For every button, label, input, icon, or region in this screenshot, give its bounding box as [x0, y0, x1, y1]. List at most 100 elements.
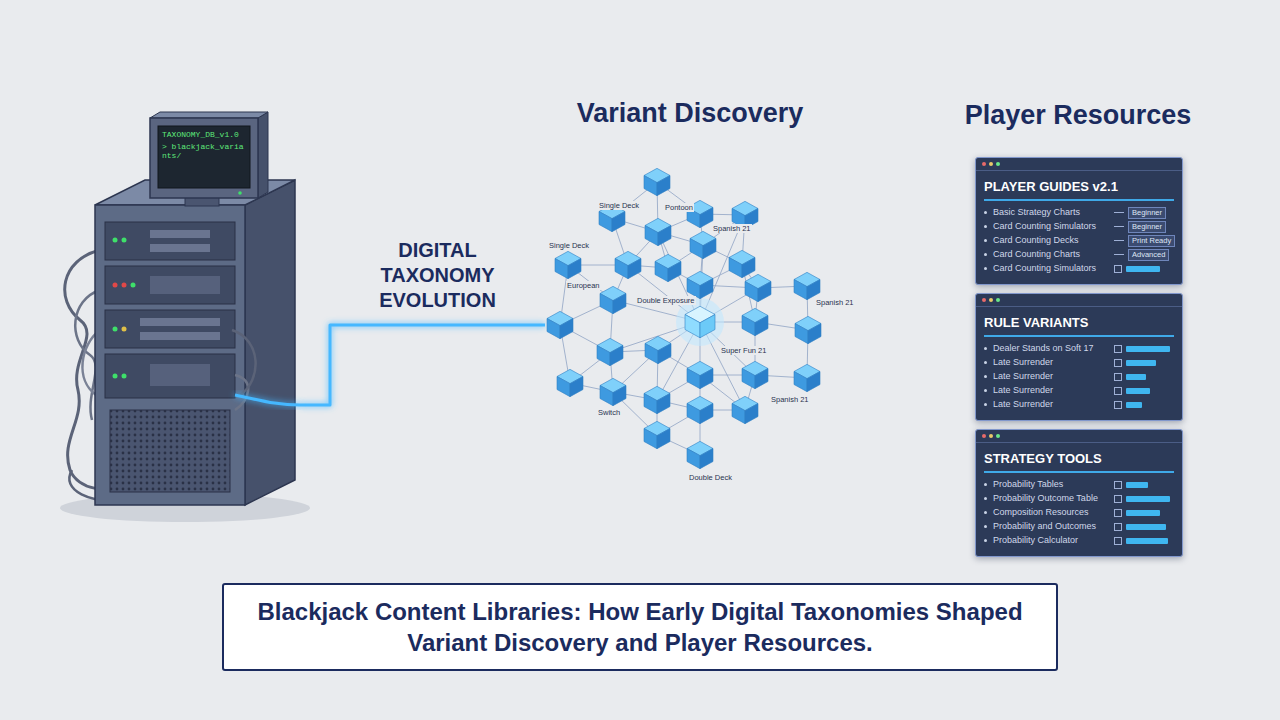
center-glow [676, 298, 724, 346]
cube-right [612, 212, 625, 232]
variant-label: Double Deck [688, 473, 733, 482]
progress-bar [1126, 510, 1160, 516]
list-row: Basic Strategy ChartsBeginner [984, 206, 1174, 219]
row-icon [1114, 509, 1122, 517]
list-row: Probability Calculator [984, 534, 1174, 547]
level-tag: Print Ready [1128, 235, 1175, 247]
progress-bar [1126, 482, 1148, 488]
leader-dash [1114, 254, 1124, 255]
bullet [984, 525, 987, 528]
cube-right [755, 369, 768, 389]
cube-right [700, 279, 713, 299]
cube-left [795, 324, 808, 344]
cube-left [600, 294, 613, 314]
progress-bar [1126, 524, 1166, 530]
bullet [984, 403, 987, 406]
variant-cube [745, 274, 771, 301]
row-icon [1114, 523, 1122, 531]
connector [300, 325, 545, 405]
cube-right [745, 404, 758, 424]
cube-right [658, 226, 671, 246]
cube-left [557, 377, 570, 397]
variant-cube [645, 336, 671, 363]
cube-right [700, 369, 713, 389]
bullet [984, 375, 987, 378]
variant-label: Pontoon [664, 203, 694, 212]
window-bar [976, 430, 1182, 443]
cube-right [700, 404, 713, 424]
variant-cube [645, 218, 671, 245]
list-item: Probability Tables [993, 479, 1114, 490]
cube-left [742, 316, 755, 336]
connector-line [300, 325, 545, 405]
list-row: Dealer Stands on Soft 17 [984, 342, 1174, 355]
row-icon [1114, 401, 1122, 409]
variant-cube [794, 364, 820, 391]
panel-heading: STRATEGY TOOLS [984, 443, 1174, 471]
variant-cube [729, 250, 755, 277]
list-row: Card Counting Simulators [984, 262, 1174, 275]
list-item: Dealer Stands on Soft 17 [993, 343, 1114, 354]
cube-left [645, 344, 658, 364]
window-dot [989, 434, 993, 438]
window-dot [989, 162, 993, 166]
bullet [984, 511, 987, 514]
cube-left [597, 346, 610, 366]
list-row: Late Surrender [984, 398, 1174, 411]
row-indicator [1114, 387, 1174, 395]
cube-left [599, 212, 612, 232]
variant-label: Spanish 21 [815, 298, 855, 307]
row-indicator [1114, 481, 1174, 489]
server-node: TAXONOMY_DB_v1.0> blackjack_variants/ [60, 112, 300, 510]
cube-right [703, 239, 716, 259]
bullet [984, 211, 987, 214]
progress-bar [1126, 496, 1170, 502]
variant-cube [597, 338, 623, 365]
window-dot [982, 162, 986, 166]
row-indicator: Beginner [1114, 207, 1174, 219]
resource-panel: STRATEGY TOOLS Probability TablesProbabil… [975, 429, 1183, 557]
cube-right [610, 346, 623, 366]
list-row: Late Surrender [984, 384, 1174, 397]
cube-right [755, 316, 768, 336]
heading-rule [984, 199, 1174, 201]
variant-cube [600, 378, 626, 405]
bullet [984, 239, 987, 242]
connector-label: DIGITAL TAXONOMY EVOLUTION [363, 238, 513, 313]
progress-bar [1126, 374, 1146, 380]
list-item: Card Counting Simulators [993, 263, 1114, 274]
list-item: Late Surrender [993, 357, 1114, 368]
bullet [984, 483, 987, 486]
cube-left [655, 262, 668, 282]
cube-right [700, 449, 713, 469]
row-indicator [1114, 509, 1174, 517]
window-dot [996, 298, 1000, 302]
row-icon [1114, 373, 1122, 381]
list-row: Card Counting SimulatorsBeginner [984, 220, 1174, 233]
cube-right [807, 280, 820, 300]
variant-cube [644, 386, 670, 413]
variant-cube [687, 396, 713, 423]
variant-label: Single Deck [598, 201, 640, 210]
row-indicator: Beginner [1114, 221, 1174, 233]
cube-right [657, 176, 670, 196]
window-bar [976, 158, 1182, 171]
row-icon [1114, 495, 1122, 503]
cube-right [560, 319, 573, 339]
caption-box: Blackjack Content Libraries: How Early D… [222, 583, 1058, 671]
cube-right [613, 386, 626, 406]
variant-cube [600, 286, 626, 313]
variant-cube [687, 271, 713, 298]
variant-cube [615, 251, 641, 278]
cube-left [690, 239, 703, 259]
progress-bar [1126, 538, 1168, 544]
connector-line [835, 356, 975, 359]
cube-right [742, 258, 755, 278]
variant-label: Spanish 21 [712, 224, 752, 233]
window-dot [982, 434, 986, 438]
bullet [984, 225, 987, 228]
heading-rule [984, 335, 1174, 337]
list-row: Probability Outcome Table [984, 492, 1174, 505]
section-heading: Variant Discovery [545, 98, 835, 129]
list-row: Card Counting DecksPrint Ready [984, 234, 1174, 247]
